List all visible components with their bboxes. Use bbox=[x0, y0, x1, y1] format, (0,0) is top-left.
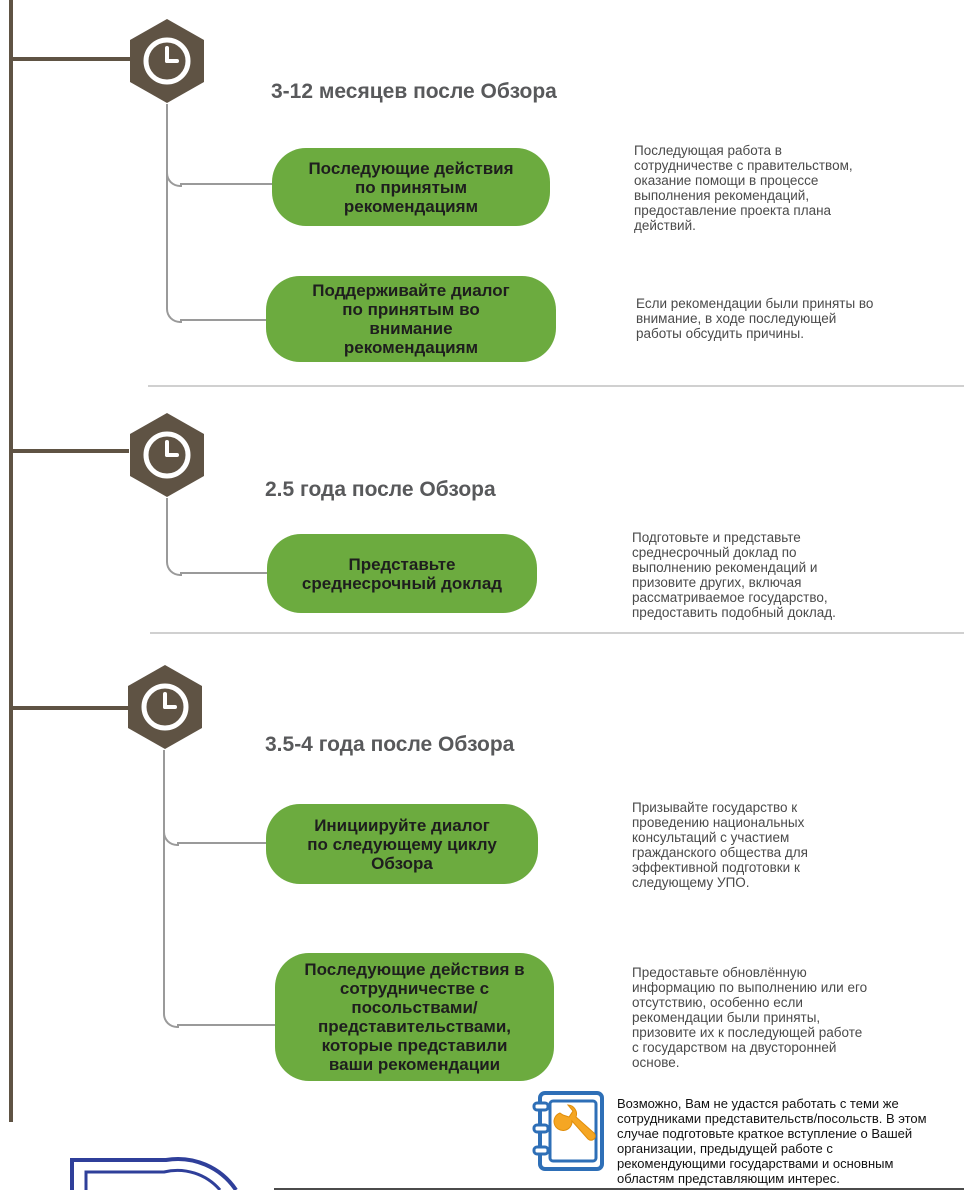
timeline-spine bbox=[9, 0, 13, 1122]
branch-curve bbox=[166, 307, 182, 323]
bottom-rule bbox=[274, 1188, 964, 1190]
branch-line bbox=[177, 1024, 275, 1026]
section-divider bbox=[150, 632, 964, 634]
branch-line bbox=[166, 104, 168, 307]
section-divider bbox=[148, 385, 964, 387]
timeline-connector bbox=[9, 449, 129, 453]
section-title: 3-12 месяцев после Обзора bbox=[271, 80, 557, 103]
step-description: Предоставьте обновлённую информацию по в… bbox=[632, 965, 868, 1070]
section-title: 2.5 года после Обзора bbox=[265, 478, 496, 501]
branch-line bbox=[180, 572, 268, 574]
logo-fragment bbox=[66, 1152, 246, 1195]
branch-line bbox=[166, 498, 168, 560]
step-description: Если рекомендации были приняты во вниман… bbox=[636, 296, 874, 341]
clock-icon bbox=[127, 411, 207, 499]
step-pill: Инициируйте диалог по следующему циклу О… bbox=[266, 804, 538, 884]
step-pill: Поддерживайте диалог по принятым во вним… bbox=[266, 276, 556, 362]
timeline-connector bbox=[9, 706, 129, 710]
branch-line bbox=[180, 319, 266, 321]
branch-curve bbox=[166, 171, 182, 187]
step-description: Последующая работа в сотрудничестве с пр… bbox=[634, 143, 853, 233]
clock-icon bbox=[127, 17, 207, 105]
section-title: 3.5-4 года после Обзора bbox=[265, 733, 515, 756]
timeline-connector bbox=[9, 57, 135, 61]
branch-curve bbox=[163, 830, 179, 846]
note-text: Возможно, Вам не удастся работать с теми… bbox=[617, 1096, 927, 1186]
step-pill: Последующие действия по принятым рекомен… bbox=[272, 148, 550, 226]
branch-line bbox=[180, 183, 272, 185]
branch-line bbox=[163, 750, 165, 1012]
branch-line bbox=[177, 842, 267, 844]
step-description: Подготовьте и представьте среднесрочный … bbox=[632, 530, 836, 620]
branch-curve bbox=[166, 560, 182, 576]
step-pill: Последующие действия в сотрудничестве с … bbox=[275, 953, 554, 1081]
step-description: Призывайте государство к проведению наци… bbox=[632, 800, 808, 890]
step-pill: Представьте среднесрочный доклад bbox=[267, 534, 537, 613]
branch-curve bbox=[163, 1012, 179, 1028]
clock-icon bbox=[125, 663, 205, 751]
notebook-wrench-icon bbox=[530, 1087, 610, 1178]
